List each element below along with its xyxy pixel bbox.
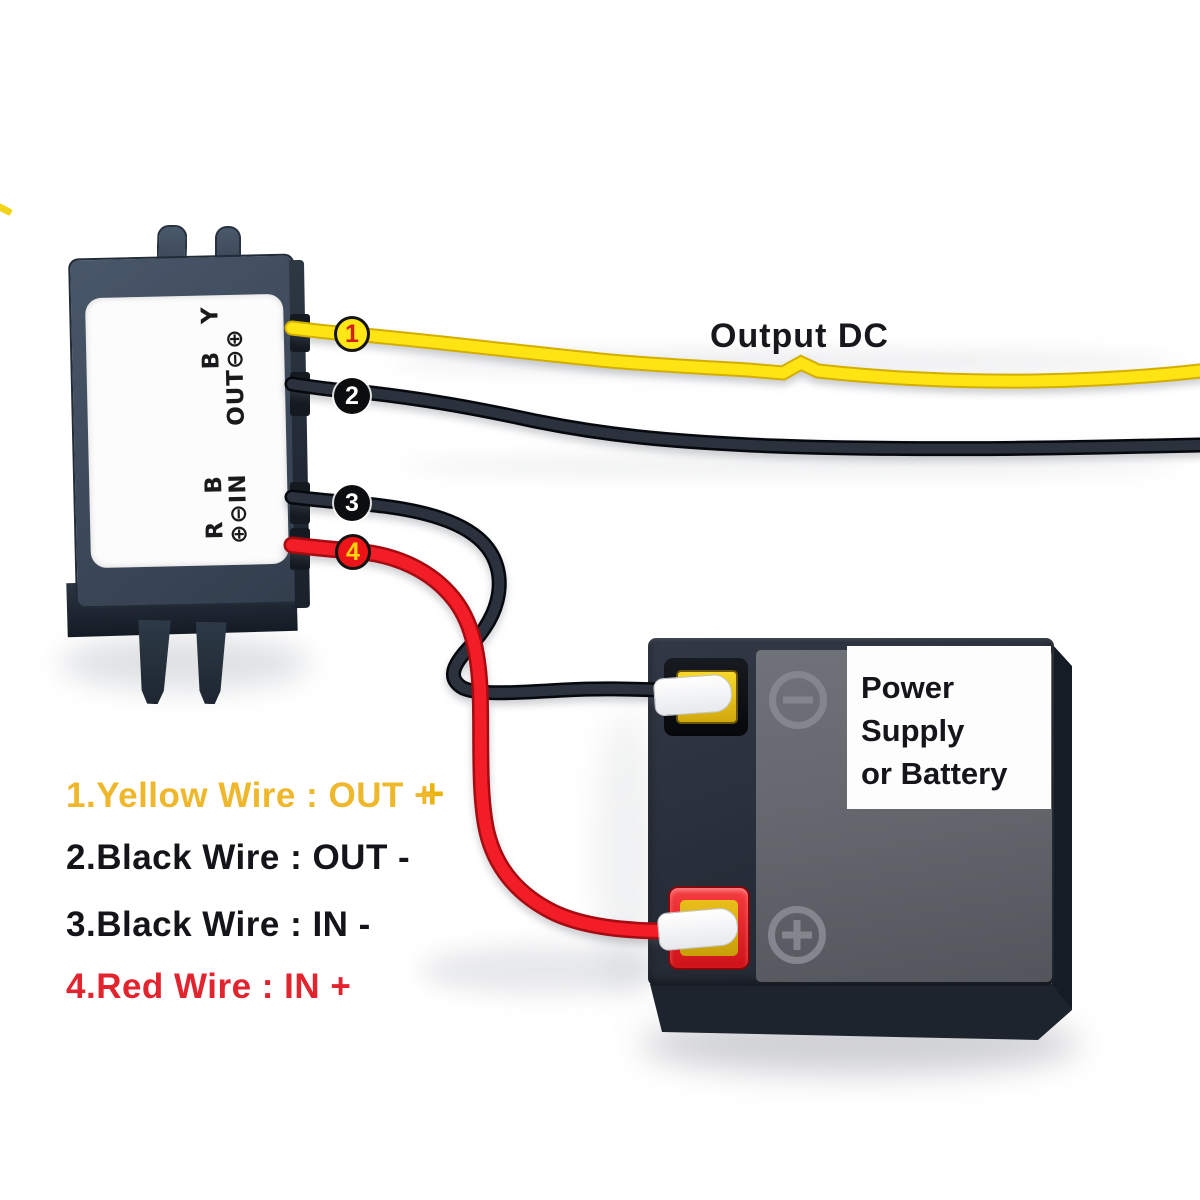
wire-4-badge: 4 [335, 534, 371, 570]
legend-black-out-wire: 2.Black Wire : OUT - [66, 838, 411, 877]
negative-spade-connector [652, 673, 734, 717]
converter-out-terminals: OUT⊖⊕ [221, 328, 250, 427]
battery-label-line1: Power Supply [861, 670, 965, 748]
battery-bottom-face [650, 984, 1072, 1040]
output-dc-label: Output DC [710, 317, 889, 355]
plus-symbol-icon [768, 906, 826, 964]
legend-yellow-wire: 1.Yellow Wire : OUT + [66, 776, 436, 815]
wire-exit-stub-2 [290, 372, 310, 416]
wire-exit-stub-3 [290, 482, 310, 524]
black-in-wire-casing [284, 489, 670, 701]
wire-1-badge: 1 [334, 316, 370, 352]
wire-3-number: 3 [345, 488, 359, 517]
black-in-wire [287, 492, 667, 698]
shadow-left-of-battery [596, 710, 656, 1000]
black-out-wire-casing [284, 376, 1200, 457]
wire-4-number: 4 [346, 537, 360, 566]
converter-bottom-tab-right [192, 622, 228, 705]
wire-exit-stub-1 [290, 314, 310, 352]
wire-2-badge: 2 [334, 378, 370, 414]
converter-label-text: R B ⊕⊖IN B Y OUT⊖⊕ [197, 297, 256, 545]
wire-1-number: 1 [345, 319, 359, 348]
battery-label-line2: or Battery [861, 756, 1008, 791]
converter-body: R B ⊕⊖IN B Y OUT⊖⊕ [68, 253, 302, 609]
legend-red-wire: 4.Red Wire : IN + [66, 967, 352, 1006]
converter-bottom-tab-left [134, 620, 173, 705]
legend-black-in-wire: 3.Black Wire : IN - [66, 905, 371, 944]
wire-2-number: 2 [345, 381, 359, 410]
shadow-under-module [60, 636, 310, 690]
shadow-under-red-wire [420, 946, 670, 994]
converter-out-wire-letters: B Y [196, 296, 225, 370]
battery-side-face [1052, 644, 1072, 1010]
black-out-wire [287, 379, 1200, 454]
wire-exit-stub-4 [290, 528, 310, 570]
battery-label: Power Supply or Battery [847, 646, 1051, 809]
wire-3-badge: 3 [334, 485, 370, 521]
shadow-under-black-wire [400, 456, 1180, 476]
converter-label: R B ⊕⊖IN B Y OUT⊖⊕ [84, 293, 290, 569]
stray-yellow-mark [0, 202, 13, 217]
converter-in-terminals: ⊕⊖IN [224, 473, 253, 545]
minus-symbol-icon [769, 671, 827, 729]
